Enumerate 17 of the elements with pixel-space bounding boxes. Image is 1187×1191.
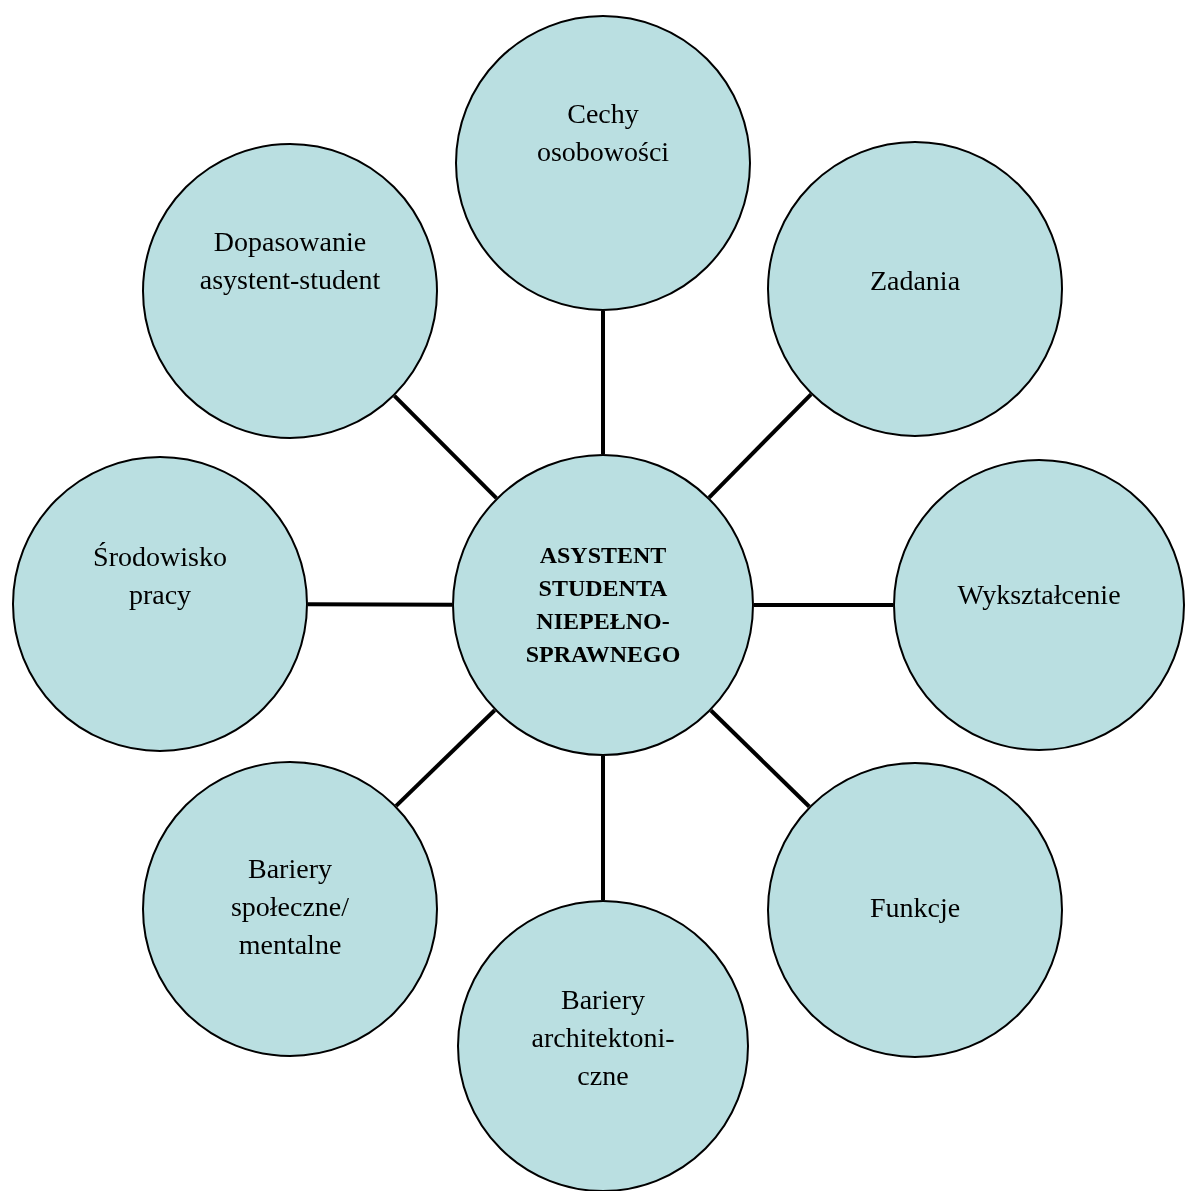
- circle-label: ASYSTENT STUDENTA NIEPEŁNO-SPRAWNEGO: [524, 541, 682, 669]
- circle-label: Cechy osobowości: [535, 97, 671, 169]
- connector-line: [601, 311, 605, 454]
- circle-label: Funkcje: [868, 891, 962, 925]
- connector-line: [601, 756, 605, 900]
- connector-line: [308, 602, 452, 607]
- connector-line: [393, 394, 498, 500]
- circle-label: Dopasowanie asystent-student: [198, 225, 382, 297]
- connector-line: [707, 392, 813, 499]
- circle-label: Bariery społeczne/ mentalne: [229, 852, 351, 962]
- circle-label: Wykształcenie: [956, 578, 1122, 612]
- circle-label: Bariery architektoni-czne: [530, 983, 676, 1093]
- connector-line: [754, 603, 893, 607]
- connector-line: [394, 708, 497, 808]
- circle-label: Środowisko pracy: [92, 540, 228, 612]
- connector-line: [709, 709, 811, 808]
- circle-label: Zadania: [868, 264, 962, 298]
